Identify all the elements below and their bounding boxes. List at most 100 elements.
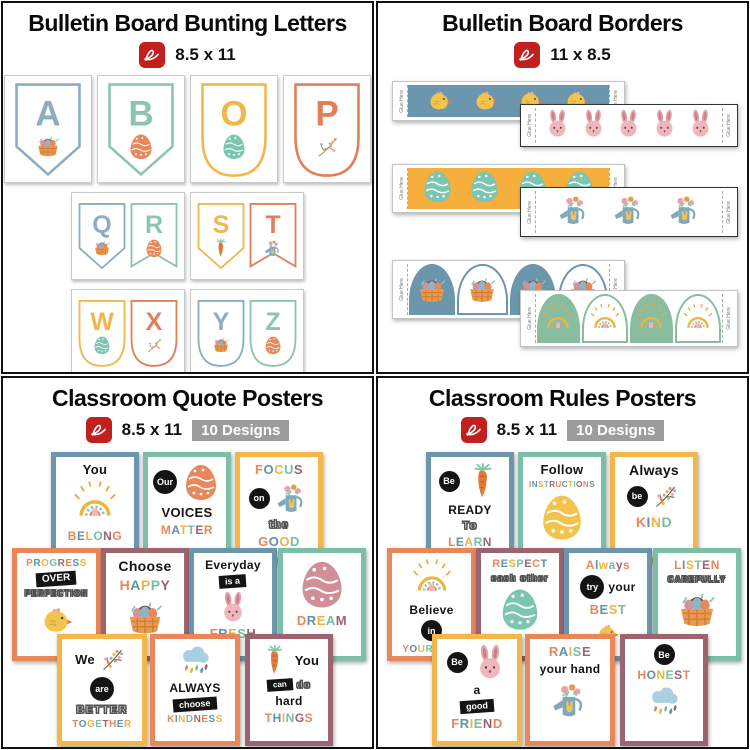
bunny-icon — [686, 109, 715, 138]
colorful-letter: T — [72, 719, 79, 730]
glue-tab: Glue Here — [722, 294, 734, 343]
poster-line-row: be — [626, 481, 682, 511]
quadrant-bunting-letters: Bulletin Board Bunting Letters 8.5 x 11 … — [1, 1, 374, 374]
colorful-letter: Y — [402, 644, 410, 655]
can-icon — [556, 192, 592, 228]
svg-text:O: O — [220, 94, 247, 133]
poster-line-row: on — [248, 480, 310, 516]
carrot-icon — [464, 462, 502, 500]
poster-icon — [99, 644, 129, 674]
poster-text: good — [459, 698, 495, 715]
pdf-icon — [514, 42, 541, 68]
colorful-letter: R — [459, 716, 470, 731]
colorful-letter: O — [93, 529, 104, 543]
svg-text:T: T — [265, 211, 280, 239]
product-title: Classroom Rules Posters — [428, 385, 697, 411]
svg-text:R: R — [145, 211, 163, 239]
poster-text: TOGETHER — [72, 719, 131, 730]
poster-text: on — [248, 487, 270, 509]
poster-text: You — [82, 462, 108, 477]
colorful-letter: I — [681, 558, 686, 572]
colorful-letter: G — [49, 558, 58, 569]
cloud-icon — [178, 644, 212, 678]
poster-icon — [472, 644, 508, 680]
colorful-letter: N — [582, 480, 590, 489]
poster-text: PROGRESS — [26, 558, 87, 569]
cloud-icon — [647, 685, 681, 719]
colorful-letter: R — [123, 719, 132, 730]
colorful-letter: L — [674, 558, 682, 572]
egg-icon — [467, 169, 502, 204]
colorful-letter: I — [174, 714, 179, 725]
border-motif — [473, 86, 499, 117]
poster-text: BETTER — [76, 704, 128, 717]
glue-tab-label: Glue Here — [398, 177, 405, 200]
colorful-letter: N — [482, 716, 493, 731]
colorful-letter: H — [119, 577, 131, 593]
bunting-card: O — [190, 75, 278, 183]
bunting-pennant-A: A — [15, 82, 81, 176]
bunny-icon — [217, 591, 249, 623]
poster-text: OVER — [35, 570, 78, 588]
poster-text: try — [580, 575, 605, 599]
colorful-letter: I — [528, 480, 532, 489]
poster-text: choose — [172, 696, 218, 713]
colorful-letter: T — [540, 558, 548, 570]
colorful-letter: O — [646, 668, 657, 682]
poster-icon — [652, 481, 682, 511]
colorful-letter: A — [325, 613, 336, 628]
colorful-letter: D — [289, 534, 300, 549]
colorful-letter: A — [464, 535, 474, 549]
format-row: 8.5 x 11 10 Designs — [378, 415, 747, 445]
poster-text: are — [90, 677, 114, 701]
colorful-letter: E — [524, 558, 533, 570]
poster-text: your hand — [539, 662, 601, 676]
colorful-letter: D — [296, 613, 307, 628]
poster-icon — [497, 586, 543, 632]
bunting-pennant-B: B — [108, 82, 174, 176]
glue-tab: Glue Here — [722, 108, 734, 143]
poster-text: INSTRUCTIONS — [529, 480, 595, 489]
poster-text: Be — [446, 651, 468, 673]
can-icon — [611, 192, 647, 228]
border-arch — [409, 264, 456, 315]
poster-line-row: Be — [446, 644, 508, 680]
border-motif — [543, 109, 572, 143]
poster-icon — [464, 462, 502, 500]
colorful-letter: I — [573, 480, 577, 489]
colorful-letter: O — [263, 462, 275, 477]
colorful-letter: O — [409, 644, 418, 655]
colorful-letter: B — [67, 529, 77, 543]
colorful-letter: E — [455, 535, 465, 549]
poster-text: Our — [153, 470, 177, 494]
colorful-letter: S — [608, 602, 618, 617]
basket-icon — [465, 273, 499, 307]
egg-icon — [420, 169, 455, 204]
colorful-letter: D — [185, 714, 194, 725]
colorful-letter: I — [469, 716, 474, 731]
border-arch — [457, 264, 508, 315]
border-motif — [686, 109, 715, 143]
quadrant-rules-posters: Classroom Rules Posters 8.5 x 11 10 Desi… — [376, 376, 749, 749]
bunting-pennant-X: X — [130, 300, 178, 367]
border-arch — [537, 294, 580, 343]
colorful-letter: S — [572, 644, 582, 659]
colorful-letter: I — [281, 711, 286, 725]
colorful-letter: E — [316, 613, 326, 628]
glue-tab: Glue Here — [396, 264, 408, 315]
svg-text:Z: Z — [265, 308, 280, 336]
glue-tab: Glue Here — [524, 191, 536, 233]
poster-icon — [178, 644, 212, 678]
colorful-letter: S — [685, 558, 695, 572]
poster-text: each other — [491, 573, 549, 584]
colorful-letter: U — [417, 644, 426, 655]
colorful-letter: N — [178, 714, 186, 725]
